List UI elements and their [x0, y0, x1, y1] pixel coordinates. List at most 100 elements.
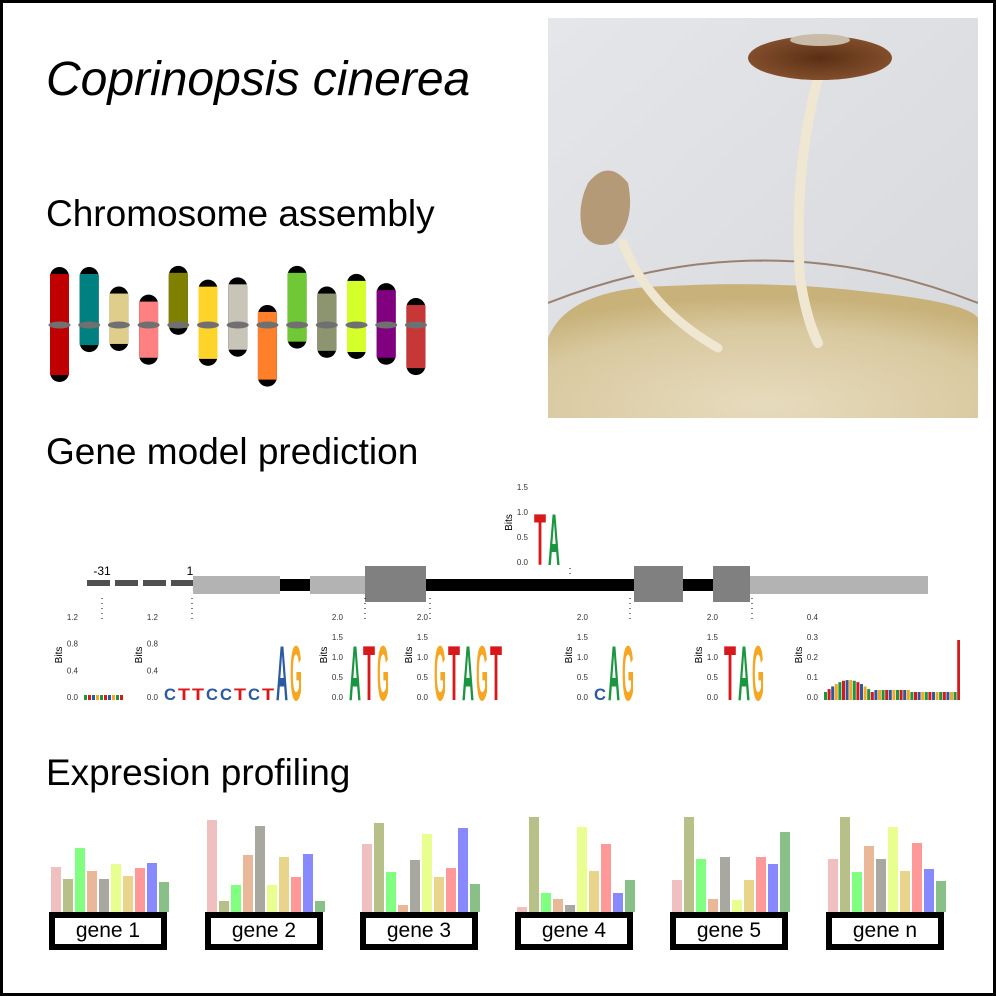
- logo-tick: 0.4: [147, 666, 159, 675]
- expression-bar: [386, 872, 396, 912]
- logo-letter-stack: [903, 690, 907, 700]
- logo-letter-stack: [888, 690, 892, 700]
- expression-bar: [398, 905, 408, 912]
- logo-letter: G: [434, 629, 446, 710]
- centromere: [78, 321, 101, 329]
- gene-label: gene 4: [515, 912, 633, 950]
- cds-exon-3: [713, 566, 750, 602]
- logo-letter: T: [262, 686, 274, 704]
- logo-tick: 0.5: [577, 673, 589, 682]
- expression-bar: [625, 879, 635, 912]
- logo-letter: C: [594, 686, 606, 704]
- utr3-exon: [750, 576, 928, 594]
- logo-letter-stack: [863, 686, 867, 700]
- logo-tick: 0.3: [807, 633, 819, 642]
- logo-letter-stack: [946, 692, 950, 700]
- logo-letter-stack: [896, 690, 899, 700]
- logo-letter: G: [752, 629, 764, 710]
- logo-letter-stack: [852, 680, 856, 700]
- expression-bar: [589, 871, 599, 912]
- logo-letter: G: [622, 629, 634, 710]
- centromere: [345, 321, 368, 329]
- logo-letter: A: [462, 629, 474, 710]
- logo-letter-stack: [932, 692, 935, 700]
- logo-letter-stack: [88, 695, 91, 700]
- logo-letter: C: [164, 686, 176, 704]
- logo-letter: G: [290, 629, 302, 710]
- logo-tick: 0.0: [332, 693, 344, 702]
- chromosome-arm: [257, 311, 277, 380]
- expression-bar: [87, 871, 97, 912]
- centromere: [48, 321, 71, 329]
- logo-letter: A: [349, 629, 361, 710]
- chromosome-arm: [287, 272, 307, 342]
- centromere: [256, 321, 279, 329]
- logo-letter-stack: [899, 690, 903, 700]
- expression-bar: [279, 856, 289, 912]
- expression-bar: [446, 868, 456, 912]
- logo-tick: 0.0: [807, 693, 819, 702]
- logo-tick: 1.5: [332, 633, 344, 642]
- expression-bar: [458, 828, 468, 912]
- logo-letter-stack: [842, 680, 845, 700]
- dash: [143, 580, 166, 586]
- logo-letter-stack: [84, 695, 87, 700]
- logo-letter-stack: [860, 684, 863, 700]
- logo-ylabel: Bits: [504, 514, 515, 531]
- logo-letter-stack: [910, 692, 914, 700]
- logo-letter-stack: [939, 692, 943, 700]
- chromosome-12: [375, 283, 398, 365]
- logo-tick: 1.2: [147, 613, 159, 622]
- logo-letter-stack: [867, 689, 871, 700]
- logo-tick: 0.2: [807, 653, 819, 662]
- logo-letter-stack: [845, 680, 849, 700]
- intron-1: [280, 579, 310, 591]
- gene-label: gene 1: [49, 912, 167, 950]
- chromosome-1: [48, 267, 71, 382]
- chromosome-9: [286, 265, 309, 349]
- logo-letter: A: [608, 629, 620, 710]
- logo-tick: 1.5: [707, 633, 719, 642]
- expression-bar: [577, 826, 587, 912]
- logo-ylabel: Bits: [134, 647, 145, 664]
- expression-bar: [876, 858, 886, 912]
- expression-bar: [410, 859, 420, 912]
- logo-ylabel: Bits: [794, 647, 805, 664]
- chromosome-arm: [79, 274, 99, 346]
- gene-label: gene n: [826, 912, 944, 950]
- expression-bar: [434, 876, 444, 912]
- expression-bar: [231, 885, 241, 912]
- expression-bar: [374, 822, 384, 912]
- logo-tick: 1.0: [332, 653, 344, 662]
- logo-letter: A: [276, 629, 288, 710]
- expression-bar: [840, 817, 850, 912]
- expression-bar: [111, 863, 121, 912]
- chromosome-arm: [109, 293, 129, 344]
- chromosome-2: [78, 267, 101, 353]
- logo-letter: T: [490, 629, 502, 710]
- logo-tick: 0.0: [517, 558, 529, 567]
- logo-letter-stack: [96, 695, 99, 700]
- chromosome-3: [107, 286, 130, 351]
- agar-surface: [548, 284, 978, 418]
- centromere: [375, 321, 398, 329]
- logo-tick: 0.0: [67, 693, 79, 702]
- centromere: [226, 321, 249, 329]
- expression-bar: [684, 817, 694, 912]
- dash: [171, 580, 193, 586]
- logo-letter-stack: [885, 690, 889, 700]
- logo-tick: 1.5: [517, 483, 529, 492]
- chromosome-arm: [228, 284, 248, 350]
- cds-exon-1: [365, 566, 426, 602]
- chromosome-5: [167, 265, 190, 335]
- expression-bar: [613, 893, 623, 912]
- expression-bar: [720, 856, 730, 912]
- centromere: [167, 321, 190, 329]
- expression-bar: [51, 867, 61, 912]
- logo-letter: T: [178, 686, 190, 704]
- expression-bar: [470, 884, 480, 912]
